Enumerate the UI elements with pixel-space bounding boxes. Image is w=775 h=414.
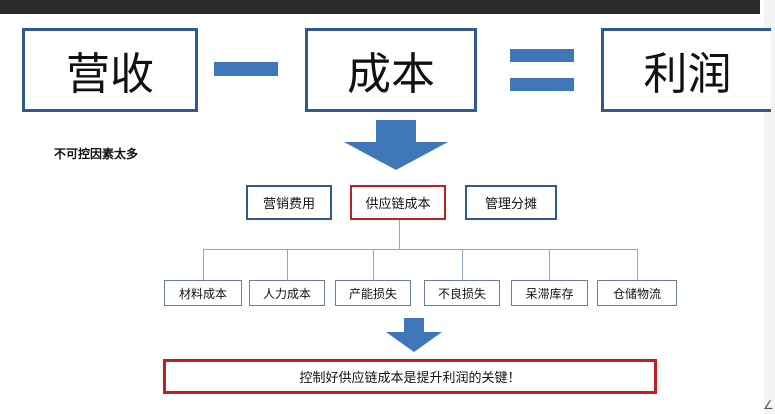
sub-item-box: 材料成本 bbox=[164, 280, 242, 306]
sub-item-box: 仓储物流 bbox=[597, 280, 677, 306]
profit-label: 利润 bbox=[643, 49, 732, 100]
profit-box: 利润 bbox=[601, 28, 771, 112]
sub-item-box: 产能损失 bbox=[335, 280, 411, 306]
connector-drop-3 bbox=[373, 249, 374, 280]
sub-item-label: 不良损失 bbox=[437, 286, 486, 301]
minus-sign bbox=[214, 62, 278, 76]
sub-item-box: 呆滞库存 bbox=[511, 280, 588, 306]
sub-item-label: 呆滞库存 bbox=[525, 286, 574, 301]
connector-bus bbox=[203, 249, 637, 250]
marketing-cost-box: 营销费用 bbox=[246, 185, 332, 220]
marketing-cost-label: 营销费用 bbox=[262, 197, 315, 212]
down-arrow-1 bbox=[344, 120, 448, 170]
sub-item-label: 材料成本 bbox=[178, 286, 227, 301]
connector-drop-5 bbox=[549, 249, 550, 280]
management-allocation-box: 管理分摊 bbox=[465, 185, 557, 220]
sub-item-label: 人力成本 bbox=[262, 286, 311, 301]
cost-box: 成本 bbox=[305, 28, 477, 112]
down-arrow-2 bbox=[386, 318, 442, 352]
revenue-label: 营收 bbox=[66, 49, 154, 100]
supply-chain-cost-box: 供应链成本 bbox=[350, 185, 446, 220]
sub-item-label: 产能损失 bbox=[348, 286, 397, 301]
sub-item-box: 人力成本 bbox=[249, 280, 325, 306]
sub-item-box: 不良损失 bbox=[424, 280, 500, 306]
supply-chain-cost-label: 供应链成本 bbox=[365, 197, 431, 212]
management-allocation-label: 管理分摊 bbox=[484, 197, 537, 212]
connector-drop-2 bbox=[287, 249, 288, 280]
conclusion-box: 控制好供应链成本是提升利润的关键！ bbox=[163, 359, 657, 394]
connector-drop-6 bbox=[637, 249, 638, 280]
conclusion-text: 控制好供应链成本是提升利润的关键！ bbox=[299, 371, 521, 386]
right-edge-strip bbox=[764, 0, 775, 414]
connector-drop-1 bbox=[203, 249, 204, 280]
equals-sign-top bbox=[510, 49, 574, 62]
connector-trunk bbox=[399, 220, 400, 250]
revenue-box: 营收 bbox=[22, 28, 198, 112]
resize-corner-icon: ∠ bbox=[763, 398, 774, 412]
cost-label: 成本 bbox=[347, 49, 435, 100]
equals-sign-bottom bbox=[510, 78, 574, 91]
top-dark-band bbox=[0, 0, 760, 14]
uncontrollable-factors-note: 不可控因素太多 bbox=[54, 147, 139, 161]
sub-item-label: 仓储物流 bbox=[612, 286, 661, 301]
connector-drop-4 bbox=[462, 249, 463, 280]
